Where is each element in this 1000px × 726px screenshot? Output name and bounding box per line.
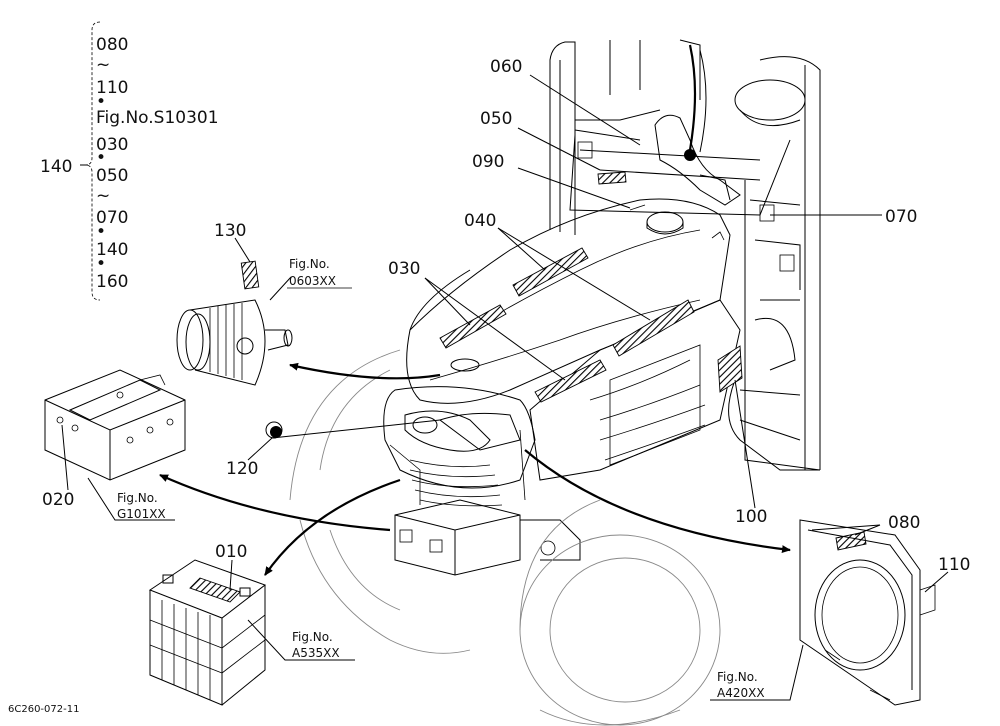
drawing-code: 6C260-072-11 — [8, 704, 79, 715]
decal-040-right — [612, 299, 695, 357]
exploded-arrows — [159, 362, 791, 576]
fig-a420-label: Fig.No. — [717, 670, 758, 684]
bracket-item-050: 050 — [96, 166, 128, 186]
callout-120: 120 — [226, 459, 258, 479]
fig-a535-number: A535XX — [292, 646, 340, 660]
emblem-120 — [265, 421, 283, 439]
front-bracket — [44, 369, 186, 481]
callout-labels: 010 020 030 040 050 060 070 080 090 100 … — [40, 57, 970, 575]
callout-040: 040 — [464, 211, 496, 231]
bracket-sep-1: ~ — [96, 55, 110, 75]
callout-070: 070 — [885, 207, 917, 227]
radiator-shroud — [799, 519, 936, 706]
arrow-front-bracket — [159, 473, 391, 532]
cab-frame — [549, 39, 821, 471]
bracket-item-160: 160 — [96, 272, 128, 292]
bracket-item-080: 080 — [96, 35, 128, 55]
callout-060: 060 — [490, 57, 522, 77]
bracket-item-fig-s10301: Fig.No.S10301 — [96, 108, 219, 128]
bracket-list: 080 ~ 110 • Fig.No.S10301 030 • 050 ~ 07… — [84, 21, 219, 301]
decal-040-left — [512, 247, 589, 297]
callout-090: 090 — [472, 152, 504, 172]
callout-130: 130 — [214, 221, 246, 241]
fig-0603-number: 0603XX — [289, 274, 336, 288]
callout-050: 050 — [480, 109, 512, 129]
battery — [148, 559, 267, 706]
front-tires — [289, 349, 721, 726]
callout-010: 010 — [215, 542, 247, 562]
decal-030-right — [534, 359, 607, 403]
fig-g101-number: G101XX — [117, 507, 166, 521]
fig-g101-label: Fig.No. — [117, 491, 158, 505]
fig-a420-number: A420XX — [717, 686, 765, 700]
callout-020: 020 — [42, 490, 74, 510]
callout-140: 140 — [40, 157, 72, 177]
arrow-battery — [264, 478, 401, 576]
fig-references: Fig.No. 0603XX Fig.No. G101XX Fig.No. A5… — [117, 257, 765, 700]
leader-lines — [61, 74, 949, 701]
callout-100: 100 — [735, 507, 767, 527]
bracket-sep-6: • — [96, 254, 106, 274]
bracket-sep-4: ~ — [96, 186, 110, 206]
decal-080-radiator — [835, 531, 867, 551]
air-cleaner — [176, 260, 293, 386]
bracket-sep-5: • — [96, 222, 106, 242]
decal-100 — [717, 345, 743, 393]
fig-0603-label: Fig.No. — [289, 257, 330, 271]
front-frame — [394, 499, 581, 576]
decals — [439, 171, 867, 551]
bracket-item-140: 140 — [96, 240, 128, 260]
callout-080: 080 — [888, 513, 920, 533]
bracket-item-030: 030 — [96, 135, 128, 155]
fig-a535-label: Fig.No. — [292, 630, 333, 644]
bracket-item-070: 070 — [96, 208, 128, 228]
bracket-item-110: 110 — [96, 78, 128, 98]
callout-030: 030 — [388, 259, 420, 279]
steering-assembly — [654, 44, 806, 206]
bracket-sep-2: • — [96, 92, 106, 112]
front-grille — [383, 386, 536, 507]
decal-050 — [597, 171, 627, 185]
callout-110: 110 — [938, 555, 970, 575]
arrow-air-cleaner — [289, 362, 441, 380]
arrow-radiator — [524, 449, 791, 554]
decal-030-left — [439, 304, 507, 349]
bracket-sep-3: • — [96, 148, 106, 168]
hood — [406, 198, 741, 481]
